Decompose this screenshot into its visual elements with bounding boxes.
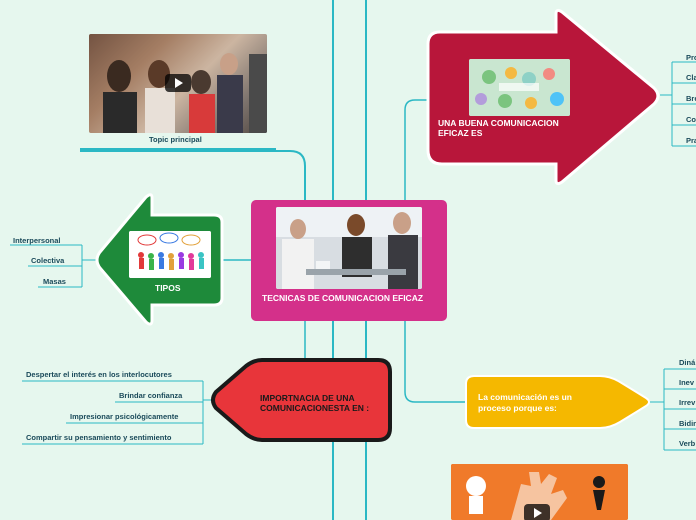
central-image (276, 207, 422, 289)
importancia-label[interactable]: IMPORTNACIA DE UNA COMUNICACIONESTA EN : (260, 393, 370, 413)
importancia-child-3[interactable]: Impresionar psicológicamente (70, 412, 179, 421)
video-play-icon[interactable] (165, 74, 191, 92)
buena-child-1[interactable]: Pro (686, 53, 696, 62)
connector-line (81, 245, 96, 287)
communication-people-illustration (469, 59, 570, 116)
buena-child-2[interactable]: Cla (686, 73, 696, 82)
proceso-child-3[interactable]: Irrev (679, 398, 696, 407)
tipos-image (129, 231, 211, 278)
connector-line (650, 369, 665, 450)
tipos-child-1[interactable]: Interpersonal (13, 236, 61, 245)
tipos-label[interactable]: TIPOS (155, 283, 181, 293)
buena-label[interactable]: UNA BUENA COMUNICACION EFICAZ ES (438, 118, 559, 138)
proceso-child-2[interactable]: Inev (679, 378, 695, 387)
connector-line (80, 150, 306, 210)
topic-video-thumbnail[interactable] (89, 34, 267, 133)
buena-image (469, 59, 570, 116)
tipos-child-2[interactable]: Colectiva (31, 256, 65, 265)
bottom-video-thumbnail[interactable] (451, 464, 628, 520)
importancia-child-4[interactable]: Compartir su pensamiento y sentimiento (26, 433, 172, 442)
connector-line (202, 381, 215, 444)
tipos-child-3[interactable]: Masas (43, 277, 66, 286)
importancia-child-2[interactable]: Brindar confianza (119, 391, 183, 400)
connector-line (660, 62, 673, 146)
proceso-child-1[interactable]: Diná (679, 358, 696, 367)
central-label[interactable]: TECNICAS DE COMUNICACION EFICAZ (262, 293, 424, 303)
buena-child-5[interactable]: Pra (686, 136, 696, 145)
proceso-shape[interactable] (465, 375, 650, 429)
video-play-icon[interactable] (524, 504, 550, 520)
buena-child-4[interactable]: Co (686, 115, 696, 124)
proceso-child-4[interactable]: Bidir (679, 419, 696, 428)
speech-bubbles-people-illustration (129, 231, 211, 278)
connector-line (404, 99, 440, 200)
business-meeting-photo (276, 207, 422, 289)
proceso-child-5[interactable]: Verb (679, 439, 696, 448)
proceso-label[interactable]: La comunicación es un proceso porque es: (478, 392, 572, 413)
topic-label[interactable]: Topic principal (149, 135, 202, 144)
importancia-child-1[interactable]: Despertar el interés en los interlocutor… (26, 370, 172, 379)
importancia-shape[interactable] (211, 358, 392, 442)
connector-line (404, 320, 468, 403)
buena-child-3[interactable]: Bre (686, 94, 696, 103)
